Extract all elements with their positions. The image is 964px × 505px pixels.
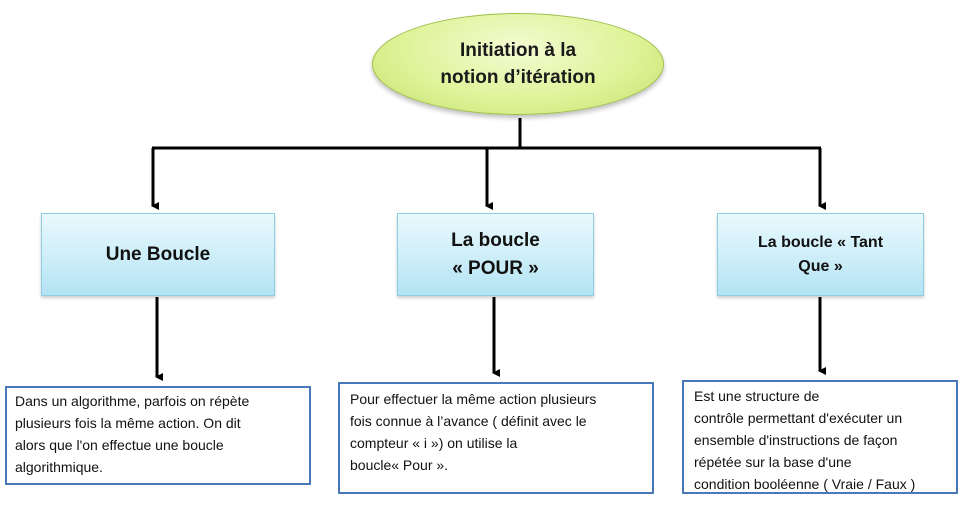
branch-box-une-boucle: Une Boucle: [41, 213, 275, 296]
description-text: Est une structure de contrôle permettant…: [694, 388, 916, 492]
description-box-une-boucle: Dans un algorithme, parfois on répète pl…: [5, 386, 311, 485]
description-box-boucle-tant-que: Est une structure de contrôle permettant…: [682, 380, 958, 494]
description-text: Pour effectuer la même action plusieurs …: [350, 391, 597, 473]
description-box-boucle-pour: Pour effectuer la même action plusieurs …: [338, 382, 654, 494]
branch-title: La boucle « Tant Que »: [757, 233, 884, 275]
root-node: Initiation à la notion d’itération: [372, 13, 664, 115]
description-text: Dans un algorithme, parfois on répète pl…: [15, 393, 250, 475]
branch-title: La boucle « POUR »: [451, 229, 540, 279]
branch-box-boucle-pour: La boucle « POUR »: [397, 213, 594, 296]
branch-title: Une Boucle: [105, 243, 211, 265]
branch-box-boucle-tant-que: La boucle « Tant Que »: [717, 213, 924, 296]
root-title: Initiation à la notion d’itération: [440, 40, 596, 88]
